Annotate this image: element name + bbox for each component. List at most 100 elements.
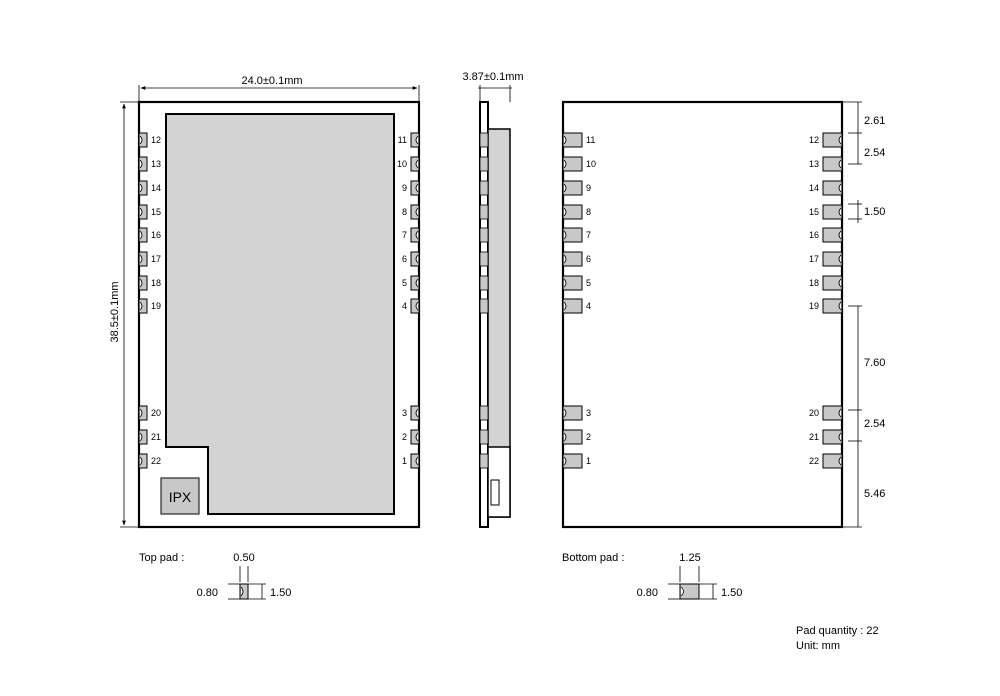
side-pads — [479, 132, 489, 469]
pin-castellation — [563, 408, 567, 418]
pin-castellation — [838, 230, 842, 240]
pin-castellation — [415, 207, 419, 217]
pin-pad — [410, 227, 420, 243]
pin-number: 21 — [809, 432, 819, 442]
pin-castellation — [139, 408, 143, 418]
pin-castellation — [415, 183, 419, 193]
pin-castellation — [415, 301, 419, 311]
pin-pad — [410, 180, 420, 196]
unit-note: Unit: mm — [796, 640, 840, 652]
pin-number: 15 — [809, 207, 819, 217]
pin-number: 4 — [586, 301, 591, 311]
dim-2-61: 2.61 — [864, 115, 885, 127]
pin-number: 5 — [586, 278, 591, 288]
pin-pad — [138, 227, 148, 243]
side-pad — [479, 453, 489, 469]
pin-castellation — [563, 207, 567, 217]
pin-castellation — [415, 278, 419, 288]
bottom-pad-height: 1.50 — [721, 587, 742, 599]
side-pad — [479, 180, 489, 196]
pin-castellation — [139, 432, 143, 442]
pin-pad — [410, 405, 420, 421]
pin-number: 9 — [586, 183, 591, 193]
dim-7-60: 7.60 — [864, 357, 885, 369]
pin-castellation — [838, 278, 842, 288]
side-pad — [479, 204, 489, 220]
pin-castellation — [415, 408, 419, 418]
pin-castellation — [838, 135, 842, 145]
pin-number: 19 — [809, 301, 819, 311]
pin-castellation — [563, 183, 567, 193]
top-pad-width: 0.50 — [233, 552, 254, 564]
pin-castellation — [415, 159, 419, 169]
pin-number: 3 — [586, 408, 591, 418]
side-pad — [479, 298, 489, 314]
pin-pad — [822, 298, 843, 314]
pin-pad — [138, 405, 148, 421]
pin-number: 1 — [402, 456, 407, 466]
top-pad-depth: 0.80 — [197, 587, 218, 599]
pin-pad — [410, 429, 420, 445]
pin-castellation — [838, 456, 842, 466]
pin-number: 11 — [398, 135, 407, 145]
top-pad-detail: Top pad : 0.50 0.80 1.50 — [139, 552, 291, 600]
pin-pad — [822, 453, 843, 469]
side-pad — [479, 227, 489, 243]
pin-number: 10 — [586, 159, 596, 169]
pin-number: 22 — [151, 456, 161, 466]
pin-pad — [562, 453, 583, 469]
pin-pad — [562, 298, 583, 314]
pin-number: 6 — [586, 254, 591, 264]
ipx-label: IPX — [169, 489, 192, 505]
pin-pad — [822, 156, 843, 172]
pin-number: 18 — [151, 278, 161, 288]
pin-pad — [562, 429, 583, 445]
pin-castellation — [563, 159, 567, 169]
module-outline-bottom — [561, 100, 844, 529]
top-pad-height: 1.50 — [270, 587, 291, 599]
pin-pad — [138, 298, 148, 314]
pin-castellation — [838, 408, 842, 418]
pin-number: 1 — [586, 456, 591, 466]
side-view: 3.87±0.1mm — [462, 71, 524, 528]
pin-pad — [562, 180, 583, 196]
bottom-pad-detail: Bottom pad : 1.25 0.80 1.50 — [562, 552, 742, 600]
bottom-pad-shape — [679, 583, 700, 600]
pin-number: 11 — [586, 135, 595, 145]
pin-pad — [138, 275, 148, 291]
pin-number: 8 — [402, 207, 407, 217]
pin-castellation — [563, 254, 567, 264]
pin-pad — [138, 204, 148, 220]
pin-pad — [562, 132, 583, 148]
dim-2-54-bottom: 2.54 — [864, 418, 885, 430]
pin-castellation — [563, 456, 567, 466]
pin-number: 5 — [402, 278, 407, 288]
pin-castellation — [139, 278, 143, 288]
pin-castellation — [415, 230, 419, 240]
width-dimension-label: 24.0±0.1mm — [241, 75, 302, 87]
pin-castellation — [139, 183, 143, 193]
thickness-dimension-label: 3.87±0.1mm — [462, 71, 523, 83]
pin-castellation — [139, 207, 143, 217]
pin-number: 9 — [402, 183, 407, 193]
pin-pad — [562, 251, 583, 267]
pin-pad — [138, 132, 148, 148]
pin-number: 12 — [151, 135, 161, 145]
dim-5-46: 5.46 — [864, 488, 885, 500]
pin-castellation — [563, 230, 567, 240]
pin-pad — [822, 429, 843, 445]
pin-castellation — [563, 278, 567, 288]
pin-pad — [822, 180, 843, 196]
pin-pad — [410, 132, 420, 148]
pin-number: 21 — [151, 432, 161, 442]
pin-pad — [410, 204, 420, 220]
pin-number: 17 — [809, 254, 819, 264]
pin-pad — [822, 405, 843, 421]
dim-2-54-top: 2.54 — [864, 147, 885, 159]
pin-number: 19 — [151, 301, 161, 311]
pin-number: 8 — [586, 207, 591, 217]
